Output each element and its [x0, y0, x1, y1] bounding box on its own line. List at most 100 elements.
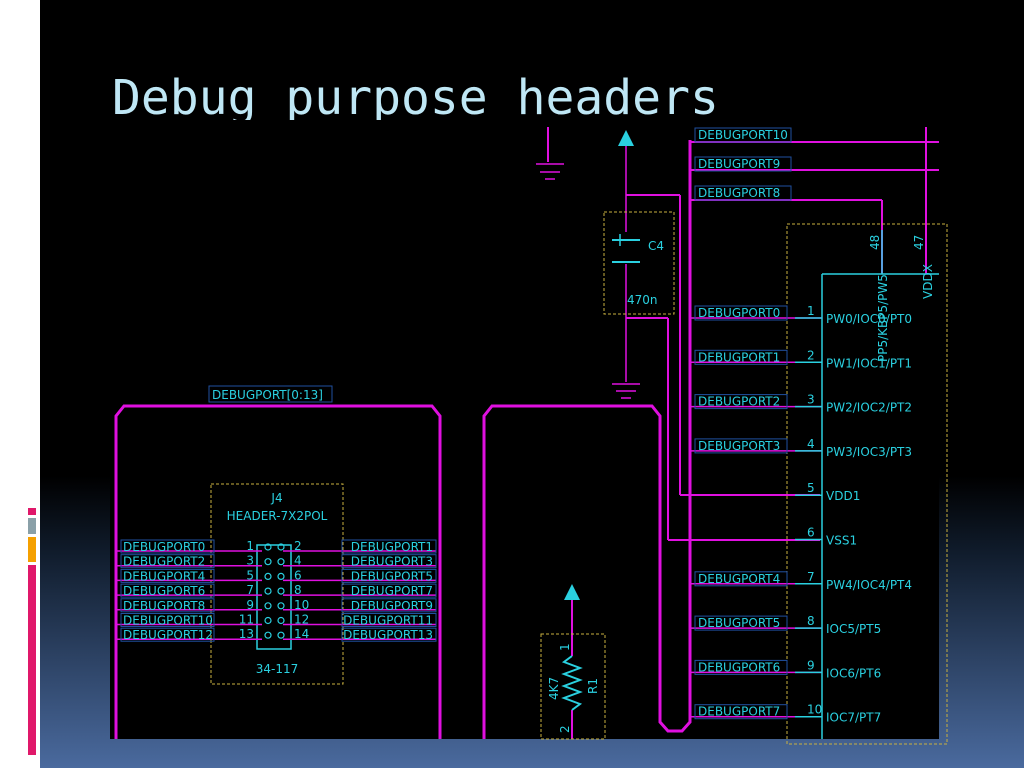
ic-pin-name: IOC5/PT5	[826, 622, 881, 636]
top-net-label: DEBUGPORT8	[698, 186, 780, 200]
ic-net-label: DEBUGPORT3	[698, 439, 780, 453]
header-left-pin: 5	[246, 568, 254, 582]
grounds-and-power	[536, 142, 640, 399]
header-pin-circle	[264, 572, 272, 581]
ic-pin-number: 4	[807, 437, 815, 451]
resistor-value: 4K7	[547, 677, 561, 700]
ic-top-pin-num-48: 48	[868, 235, 882, 250]
header-pin-circle	[264, 631, 272, 639]
ic-top-pin-name-48: PP5/KBP5/PW5	[876, 274, 890, 362]
bus-label: DEBUGPORT[0:13]	[212, 388, 323, 402]
net-label-box	[694, 156, 792, 172]
capacitor-value: 470n	[627, 293, 658, 307]
net-label-box	[120, 598, 215, 613]
ic-pin-name: IOC6/PT6	[826, 666, 881, 680]
ic-net-label: DEBUGPORT4	[698, 572, 780, 586]
header-left-net: DEBUGPORT12	[123, 628, 213, 642]
header-pin-circle	[277, 631, 285, 639]
net-label-box	[694, 305, 788, 321]
net-label-box	[120, 568, 215, 583]
ic-pin-number: 8	[807, 614, 815, 628]
header-pin-circle	[264, 616, 272, 625]
header-pin-circle	[277, 587, 285, 595]
header-left-net: DEBUGPORT10	[123, 614, 213, 628]
ic-pin-name: PW4/IOC4/PT4	[826, 578, 912, 592]
header-left-net: DEBUGPORT6	[123, 584, 205, 598]
capacitor-ref: C4	[648, 239, 664, 253]
ic-pin-name: VSS1	[826, 534, 857, 548]
ic-pin-number: 2	[807, 348, 815, 362]
header-right-net: DEBUGPORT9	[351, 599, 433, 613]
net-label-box	[694, 349, 788, 365]
header-left-pin: 3	[246, 554, 254, 568]
ic-net-label: DEBUGPORT1	[698, 350, 780, 364]
ic-top-pin-num-47: 47	[912, 235, 926, 250]
net-label-box	[694, 127, 792, 143]
net-label-box	[341, 613, 437, 627]
net-label-box	[694, 704, 788, 720]
header-pin-circle	[277, 543, 285, 551]
header-left-pin: 13	[239, 627, 254, 641]
net-label-box	[341, 554, 437, 569]
net-label-box	[694, 615, 788, 631]
top-net-label: DEBUGPORT10	[698, 128, 788, 142]
ic-pin-name: PW3/IOC3/PT3	[826, 445, 912, 459]
header-left-net: DEBUGPORT0	[123, 540, 205, 554]
net-label-box	[694, 394, 788, 410]
header-right-net: DEBUGPORT7	[351, 584, 433, 598]
header-pin-circle	[277, 616, 285, 625]
header-left-net: DEBUGPORT8	[123, 599, 205, 613]
capacitor-c4: C4 470n	[603, 211, 675, 315]
resistor-r1: 1 2 4K7 R1	[540, 633, 606, 740]
header-left-pin: 9	[246, 598, 254, 612]
slide-title: Debug purpose headers	[112, 70, 719, 126]
net-label-box	[120, 539, 215, 554]
ic-net-label: DEBUGPORT2	[698, 395, 780, 409]
net-label-box	[341, 539, 437, 554]
header-right-pin: 10	[294, 598, 309, 612]
header-pin-circle	[264, 602, 272, 610]
header-right-net: DEBUGPORT1	[351, 540, 433, 554]
net-label-box	[120, 554, 215, 569]
header-type: HEADER-7X2POL	[227, 509, 328, 523]
ic-pin-name: PW2/IOC2/PT2	[826, 401, 912, 415]
top-net-label: DEBUGPORT9	[698, 157, 780, 171]
schematic-canvas	[110, 120, 939, 739]
resistor-ref: R1	[586, 678, 600, 694]
net-label-box	[120, 583, 215, 598]
net-label-box	[694, 438, 788, 454]
header-right-pin: 4	[294, 554, 302, 568]
net-label-box	[341, 583, 437, 598]
header-right-net: DEBUGPORT11	[343, 614, 433, 628]
ic-top-pin-name-47: VDDX	[921, 264, 935, 299]
header-pin-circle	[277, 572, 285, 581]
header-left-net: DEBUGPORT4	[123, 569, 205, 583]
header-left-pin: 1	[246, 539, 254, 553]
power-arrow-icon	[564, 584, 580, 600]
resistor-pin1: 1	[558, 643, 572, 651]
ic-net-label: DEBUGPORT0	[698, 306, 780, 320]
net-label-box	[341, 568, 437, 583]
ic-net-label: DEBUGPORT6	[698, 660, 780, 674]
ic-pin-number: 9	[807, 658, 815, 672]
header-ref: J4	[270, 491, 282, 505]
header-pin-circle	[277, 558, 285, 566]
header-right-pin: 8	[294, 583, 302, 597]
header-part: 34-117	[256, 662, 299, 676]
header-left-pin: 11	[239, 613, 254, 627]
net-label-box	[694, 185, 792, 201]
ic-pin-name: PW1/IOC1/PT1	[826, 356, 912, 370]
ic-pin-number: 6	[807, 526, 815, 540]
header-pin-circle	[264, 558, 272, 566]
header-right-net: DEBUGPORT3	[351, 555, 433, 569]
power-arrow-icon	[618, 130, 634, 146]
ic-pin-name: VDD1	[826, 489, 860, 503]
net-label-box	[694, 571, 788, 587]
header-right-pin: 12	[294, 613, 309, 627]
net-label-box	[694, 659, 788, 675]
ic-pin-number: 7	[807, 570, 815, 584]
ic-pin-number: 1	[807, 304, 815, 318]
